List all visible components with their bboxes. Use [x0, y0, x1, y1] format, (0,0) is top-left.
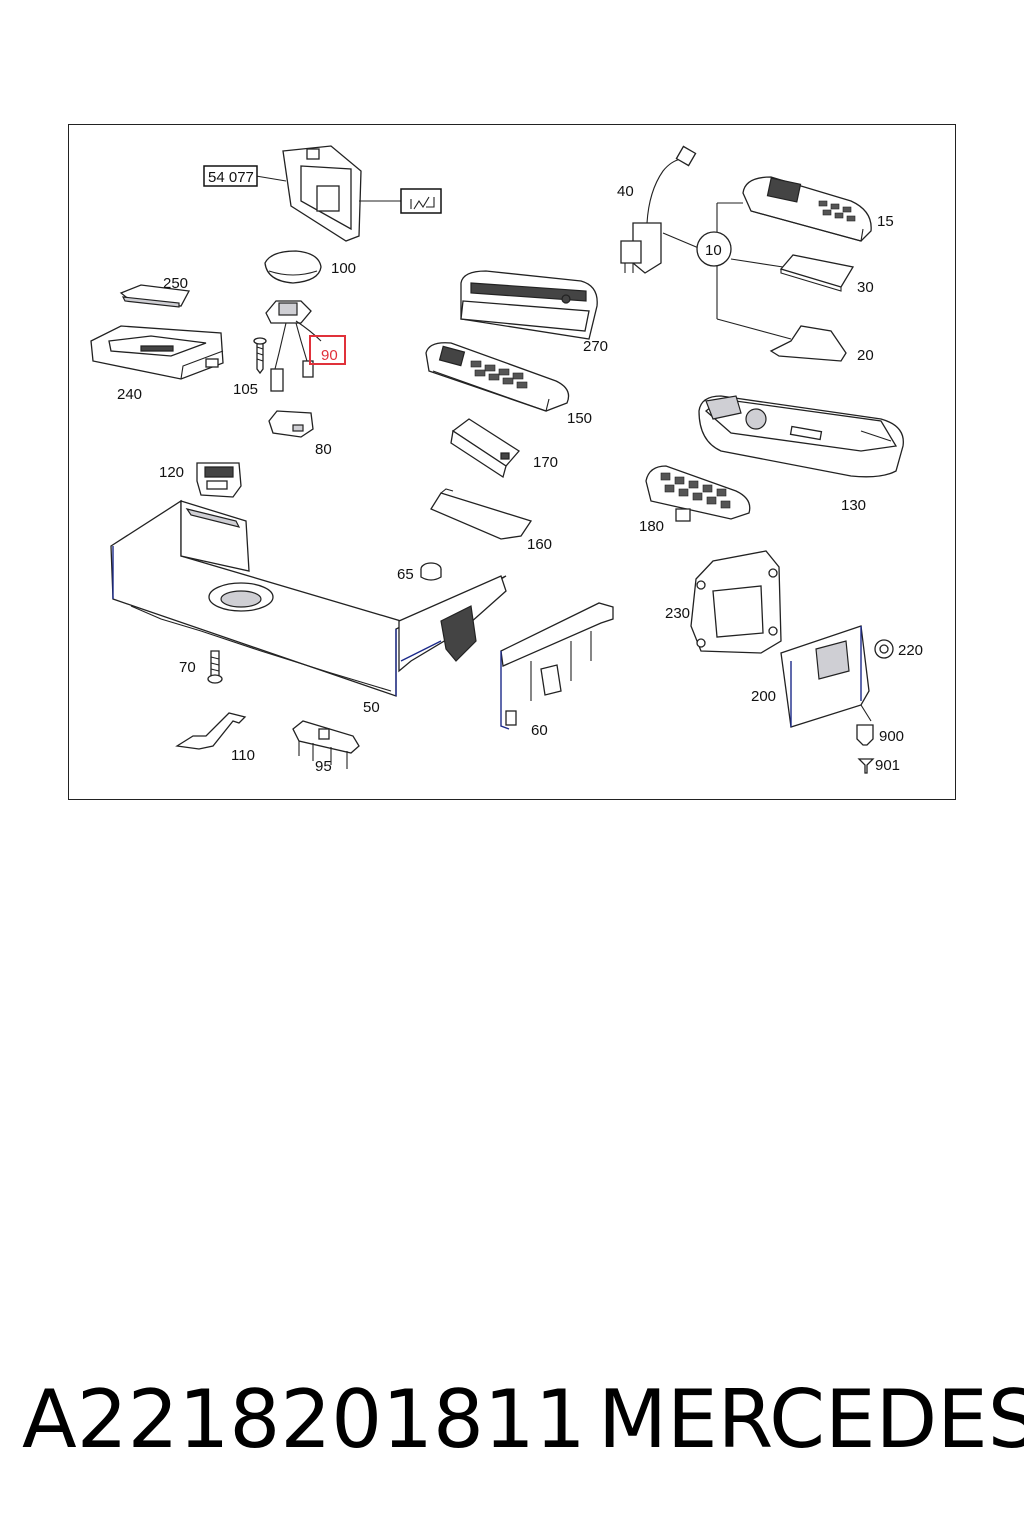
fastener-901-part	[857, 758, 875, 774]
callout-30: 30	[857, 279, 874, 296]
part-number: A2218201811	[22, 1373, 586, 1466]
callout-220: 220	[898, 642, 923, 659]
callout-40: 40	[617, 183, 634, 200]
callout-150: 150	[567, 410, 592, 427]
callout-labels: 40 15 10 30 20 100 250 270 90 240 105 15…	[117, 183, 923, 775]
callout-120: 120	[159, 464, 184, 481]
cover-cap-part	[264, 250, 322, 284]
charger-part	[620, 145, 697, 274]
nut-part	[874, 639, 894, 659]
connector-part	[292, 720, 360, 769]
ref-box-label: 54 077	[208, 169, 254, 186]
callout-60: 60	[531, 722, 548, 739]
battery-card-part	[779, 254, 855, 292]
small-cover-part	[268, 410, 314, 438]
callout-10: 10	[705, 242, 722, 259]
phone-cover-part	[769, 325, 847, 362]
side-bracket-part	[500, 602, 614, 730]
ref-box: 54 077	[203, 165, 258, 187]
cradle-base-part	[698, 395, 904, 478]
armrest-console-part	[90, 325, 224, 380]
callout-50: 50	[363, 699, 380, 716]
mounting-frame-part	[690, 550, 782, 654]
callout-70: 70	[179, 659, 196, 676]
brand-name: MERCEDES	[598, 1373, 1024, 1466]
callout-90: 90	[321, 347, 338, 364]
callout-130: 130	[841, 497, 866, 514]
lid-part	[119, 284, 191, 308]
callout-900: 900	[879, 728, 904, 745]
parts-diagram: 54 077	[90, 145, 923, 775]
screw-part	[253, 337, 267, 375]
callout-95: 95	[315, 758, 332, 775]
callout-80: 80	[315, 441, 332, 458]
callout-15: 15	[877, 213, 894, 230]
callout-200: 200	[751, 688, 776, 705]
callout-100: 100	[331, 260, 356, 277]
console-tray-part	[110, 499, 507, 697]
mobile-phone-part	[742, 176, 872, 242]
plug-part	[420, 562, 442, 581]
callout-160: 160	[527, 536, 552, 553]
control-module-part	[255, 145, 401, 242]
battery-part	[450, 418, 520, 479]
callout-170: 170	[533, 454, 558, 471]
handset-part	[425, 342, 570, 412]
switch-part	[196, 462, 242, 498]
callout-20: 20	[857, 347, 874, 364]
set-bracket-lines	[662, 202, 792, 340]
callout-901: 901	[875, 757, 900, 774]
fastener-900-part	[856, 724, 874, 746]
phone-cradle-part	[460, 270, 598, 340]
callout-110: 110	[231, 747, 255, 764]
callout-240: 240	[117, 386, 142, 403]
callout-105: 105	[233, 381, 258, 398]
callout-250: 250	[163, 275, 188, 292]
control-plate-part	[780, 625, 872, 728]
parts-diagram-frame: 54 077	[68, 124, 956, 800]
keypad-holder-part	[645, 465, 751, 522]
cable-holder-part	[265, 300, 322, 392]
callout-65: 65	[397, 566, 414, 583]
back-cover-part	[430, 488, 533, 540]
callout-230: 230	[665, 605, 690, 622]
part-info-caption: A2218201811 MERCEDES	[0, 1370, 1024, 1470]
screw-bolt-part	[207, 650, 223, 684]
seat-symbol-box	[400, 188, 442, 214]
callout-180: 180	[639, 518, 664, 535]
part-90-highlight-box	[309, 335, 346, 365]
clip-part	[175, 712, 247, 750]
callout-270: 270	[583, 338, 608, 355]
